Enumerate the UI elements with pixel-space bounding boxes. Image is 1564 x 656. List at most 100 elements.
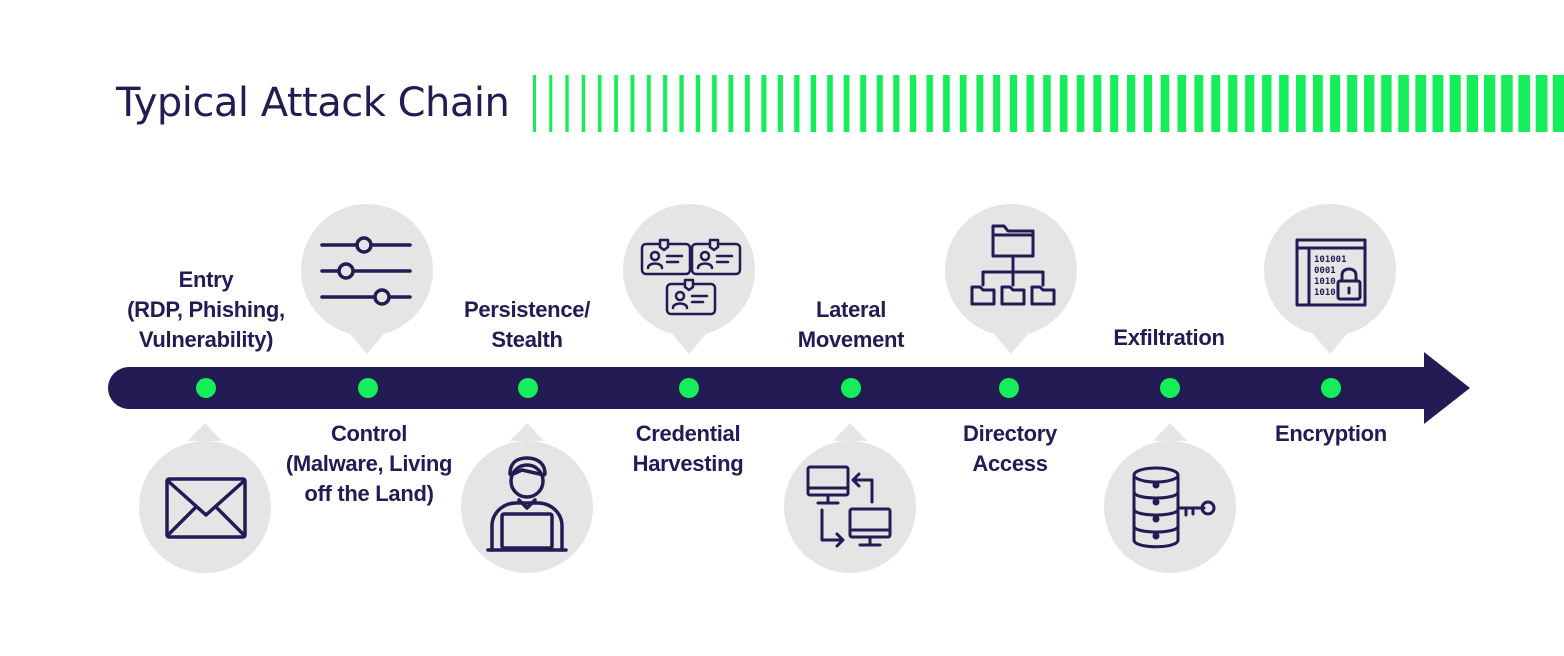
bubble-control: [301, 204, 433, 354]
svg-text:0001: 0001: [1314, 266, 1336, 276]
step-label-exfiltration: Exfiltration: [1113, 325, 1225, 350]
decorative-stripe: [1535, 75, 1548, 132]
decorative-stripe: [679, 75, 684, 132]
decorative-stripe: [909, 75, 917, 132]
decorative-stripe: [976, 75, 984, 132]
database-key-icon: [1132, 466, 1216, 549]
decorative-stripes: [533, 75, 1564, 132]
decorative-stripe: [1093, 75, 1102, 132]
decorative-stripe: [1552, 75, 1564, 132]
step-dots: [196, 378, 1341, 398]
sliders-icon: [320, 236, 412, 306]
step-label-persistence: Persistence/ Stealth: [463, 297, 591, 352]
decorative-stripe: [1127, 75, 1136, 132]
decorative-stripe: [712, 75, 717, 132]
decorative-stripe: [1296, 75, 1306, 132]
decorative-stripe: [1501, 75, 1513, 132]
decorative-stripe: [597, 75, 602, 132]
decorative-stripe: [1043, 75, 1051, 132]
decorative-stripe: [1110, 75, 1119, 132]
decorative-stripe: [1330, 75, 1341, 132]
decorative-stripe: [1466, 75, 1478, 132]
decorative-stripe: [1009, 75, 1017, 132]
decorative-stripe: [860, 75, 867, 132]
decorative-stripe: [1381, 75, 1392, 132]
step-dot-control: [358, 378, 378, 398]
decorative-stripe: [1194, 75, 1204, 132]
decorative-stripe: [1364, 75, 1375, 132]
svg-text:1010: 1010: [1314, 277, 1336, 287]
network-computers-icon: [806, 465, 892, 548]
envelope-icon: [165, 477, 247, 539]
bubble-lateral: [784, 423, 916, 573]
decorative-stripe: [843, 75, 850, 132]
decorative-stripe: [565, 75, 569, 132]
svg-text:1010: 1010: [1314, 288, 1336, 298]
decorative-stripe: [1076, 75, 1085, 132]
step-label-directory: Directory Access: [963, 421, 1057, 476]
decorative-stripe: [1026, 75, 1034, 132]
decorative-stripe: [695, 75, 701, 132]
step-label-entry: Entry (RDP, Phishing, Vulnerability): [127, 267, 285, 352]
step-dot-credential: [679, 378, 699, 398]
folder-tree-icon: [970, 224, 1056, 306]
decorative-stripe: [533, 75, 536, 132]
decorative-stripe: [1160, 75, 1170, 132]
decorative-stripe: [1432, 75, 1444, 132]
decorative-stripe: [630, 75, 635, 132]
decorative-stripe: [777, 75, 783, 132]
decorative-stripe: [744, 75, 750, 132]
svg-text:101001: 101001: [1314, 255, 1347, 265]
user-laptop-icon: [486, 456, 568, 552]
step-label-credential: Credential Harvesting: [632, 421, 744, 476]
step-dot-entry: [196, 378, 216, 398]
decorative-stripe: [1245, 75, 1255, 132]
decorative-stripe: [1398, 75, 1409, 132]
decorative-stripe: [993, 75, 1001, 132]
page-title: Typical Attack Chain: [116, 80, 510, 126]
decorative-stripe: [926, 75, 933, 132]
decorative-stripe: [810, 75, 817, 132]
id-cards-icon: [640, 238, 742, 316]
step-dot-encryption: [1321, 378, 1341, 398]
decorative-stripe: [1313, 75, 1323, 132]
decorative-stripe: [1415, 75, 1427, 132]
decorative-stripe: [581, 75, 586, 132]
locked-file-icon: [1295, 238, 1367, 307]
step-label-lateral: Lateral Movement: [797, 297, 905, 352]
decorative-stripe: [1228, 75, 1238, 132]
decorative-stripe: [827, 75, 833, 132]
decorative-stripe: [1449, 75, 1461, 132]
decorative-stripe: [1279, 75, 1289, 132]
decorative-stripe: [1262, 75, 1272, 132]
step-label-control: Control (Malware, Living off the Land): [285, 421, 453, 506]
step-dot-directory: [999, 378, 1019, 398]
decorative-stripe: [728, 75, 734, 132]
decorative-stripe: [959, 75, 967, 132]
decorative-stripe: [761, 75, 767, 132]
step-dot-lateral: [841, 378, 861, 398]
decorative-stripe: [663, 75, 668, 132]
step-dot-persistence: [518, 378, 538, 398]
step-dot-exfiltration: [1160, 378, 1180, 398]
decorative-stripe: [646, 75, 651, 132]
bubble-exfiltration: [1104, 423, 1236, 573]
decorative-stripe: [794, 75, 800, 132]
decorative-stripe: [943, 75, 950, 132]
binary-text: 101001 0001 1010 1010: [1314, 255, 1347, 298]
bubble-entry: [139, 423, 271, 573]
decorative-stripe: [1484, 75, 1496, 132]
decorative-stripe: [549, 75, 553, 132]
decorative-stripe: [1059, 75, 1068, 132]
decorative-stripe: [876, 75, 883, 132]
decorative-stripe: [1211, 75, 1221, 132]
bubble-directory: [945, 204, 1077, 354]
decorative-stripe: [1518, 75, 1530, 132]
step-label-encryption: Encryption: [1275, 421, 1387, 446]
decorative-stripe: [1347, 75, 1358, 132]
decorative-stripe: [893, 75, 900, 132]
decorative-stripe: [1143, 75, 1153, 132]
decorative-stripe: [614, 75, 618, 132]
